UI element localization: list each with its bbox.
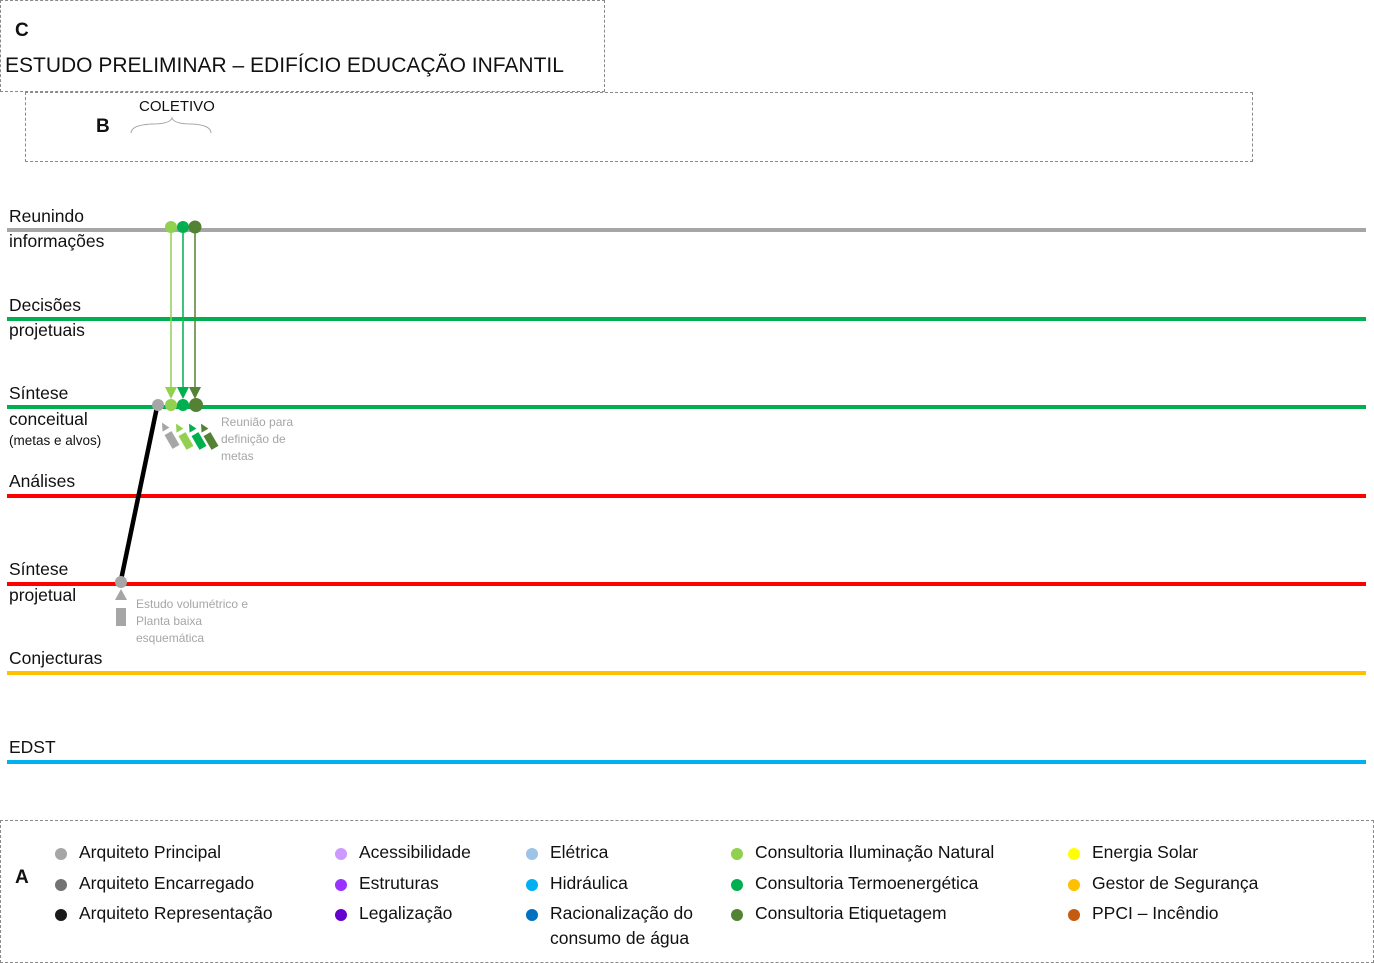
legend-item: Consultoria Etiquetagem — [731, 901, 994, 926]
section-letter-a: A — [15, 867, 29, 888]
lane-sublabel-metas: (metas e alvos) — [9, 433, 102, 448]
dot-etiquetagem-reunindo — [188, 220, 202, 234]
lane-label-decisoes-1: Decisões — [9, 295, 81, 315]
block-arrow-etiquetagem — [201, 423, 219, 450]
lane-label-sintese-projetual-1: Síntese — [9, 559, 69, 579]
legend-label: Arquiteto Principal — [79, 842, 222, 862]
dot-iluminacao-reunindo — [165, 221, 177, 233]
legend-item: Legalização — [335, 901, 471, 926]
legend-dot — [731, 848, 743, 860]
legend-dot — [731, 909, 743, 921]
note-meeting-line-2: definição de — [221, 432, 286, 446]
legend-label: Estruturas — [359, 872, 439, 893]
legend-dot — [731, 878, 743, 891]
legend-dot — [55, 878, 67, 891]
legend-dot — [526, 848, 538, 860]
block-arrow-study-body — [116, 608, 126, 626]
lane-label-reunindo-2: informações — [9, 231, 105, 251]
coletivo-brace — [130, 116, 212, 134]
legend-dot — [1068, 878, 1080, 891]
lane-label-edst: EDST — [9, 737, 56, 757]
legend-dot — [335, 878, 347, 891]
connector-representacao — [118, 406, 160, 581]
lane-label-conjecturas: Conjecturas — [9, 648, 103, 668]
legend-label: PPCI – Incêndio — [1092, 903, 1219, 923]
block-arrow-termoenergetica — [189, 423, 207, 450]
legend-item: PPCI – Incêndio — [1068, 901, 1258, 926]
block-arrow-study-head — [115, 589, 127, 600]
note-meeting: Reunião para definição de metas — [221, 414, 293, 465]
legend-label-continued: consumo de água — [550, 928, 690, 948]
lane-label-sintese-projetual-2: projetual — [9, 585, 77, 605]
page-title: ESTUDO PRELIMINAR – EDIFÍCIO EDUCAÇÃO IN… — [5, 54, 564, 77]
legend-item: Consultoria Termoenergética — [731, 871, 994, 896]
legend-item: Arquiteto Encarregado — [55, 871, 273, 896]
legend-column-complementares: Acessibilidade Estruturas Legalização — [335, 840, 471, 932]
dot-arquiteto-principal-projetual — [115, 576, 127, 588]
legend-label: Energia Solar — [1092, 842, 1199, 862]
lane-label-decisoes-2: projetuais — [9, 320, 85, 340]
section-letter-c: C — [15, 20, 29, 41]
lane-label-reunindo-1: Reunindo — [9, 206, 84, 226]
legend-dot — [55, 909, 67, 921]
dot-iluminacao-conceitual — [165, 399, 177, 411]
note-study-line-2: Planta baixa — [136, 614, 203, 628]
legend-dot — [335, 848, 347, 860]
dot-arquiteto-principal-conceitual — [152, 399, 164, 411]
dot-termoenergetica-conceitual — [177, 399, 189, 411]
legend-item: Estruturas — [335, 871, 471, 896]
note-meeting-line-1: Reunião para — [221, 415, 294, 429]
legend-label: Legalização — [359, 903, 453, 923]
legend-item: Racionalização do consumo de água — [526, 901, 693, 951]
legend-item: Gestor de Segurança — [1068, 871, 1258, 896]
legend-column-seguranca-energia: Energia Solar Gestor de Segurança PPCI –… — [1068, 840, 1258, 932]
legend-dot — [1068, 909, 1080, 921]
legend-item: Elétrica — [526, 840, 693, 865]
legend-label: Acessibilidade — [359, 842, 471, 862]
legend-label: Arquiteto Representação — [79, 903, 273, 923]
lane-label-sintese-conceitual-2: conceitual — [9, 409, 88, 429]
block-arrow-principal — [162, 422, 180, 449]
note-study-line-3: esquemática — [136, 631, 205, 645]
legend-item: Arquiteto Representação — [55, 901, 273, 926]
legend-column-instalacoes: Elétrica Hidráulica Racionalização do con… — [526, 840, 693, 957]
legend-column-arquitetura: Arquiteto Principal Arquiteto Encarregad… — [55, 840, 273, 932]
note-study-line-1: Estudo volumétrico e — [136, 597, 249, 611]
section-letter-b: B — [96, 116, 110, 137]
note-meeting-line-3: metas — [221, 449, 254, 463]
legend-label: Hidráulica — [550, 872, 628, 893]
legend-dot — [526, 909, 538, 921]
dot-etiquetagem-conceitual — [189, 398, 203, 412]
coletivo-label: COLETIVO — [139, 98, 215, 115]
legend-item: Consultoria Iluminação Natural — [731, 840, 994, 865]
note-study: Estudo volumétrico e Planta baixa esquem… — [136, 596, 248, 647]
legend-item: Hidráulica — [526, 871, 693, 896]
lane-label-sintese-conceitual-1: Síntese — [9, 383, 69, 403]
lane-label-analises: Análises — [9, 471, 76, 491]
legend-label: Consultoria Iluminação Natural — [755, 842, 995, 862]
block-arrow-iluminacao — [176, 423, 194, 450]
legend-dot — [335, 909, 347, 921]
legend-dot — [526, 878, 538, 891]
section-c-box — [0, 0, 605, 92]
legend-item: Energia Solar — [1068, 840, 1258, 865]
legend-label: Gestor de Segurança — [1092, 872, 1259, 893]
legend-label: Racionalização do — [550, 903, 694, 923]
legend-label: Arquiteto Encarregado — [79, 872, 255, 893]
section-b-box — [25, 92, 1253, 162]
legend-column-consultorias: Consultoria Iluminação Natural Consultor… — [731, 840, 994, 932]
legend-label: Elétrica — [550, 842, 609, 862]
legend-dot — [1068, 848, 1080, 860]
legend-item: Arquiteto Principal — [55, 840, 273, 865]
legend-label: Consultoria Termoenergética — [755, 872, 979, 893]
legend-dot — [55, 848, 67, 860]
dot-termoenergetica-reunindo — [177, 221, 189, 233]
legend-label: Consultoria Etiquetagem — [755, 903, 947, 923]
legend-item: Acessibilidade — [335, 840, 471, 865]
